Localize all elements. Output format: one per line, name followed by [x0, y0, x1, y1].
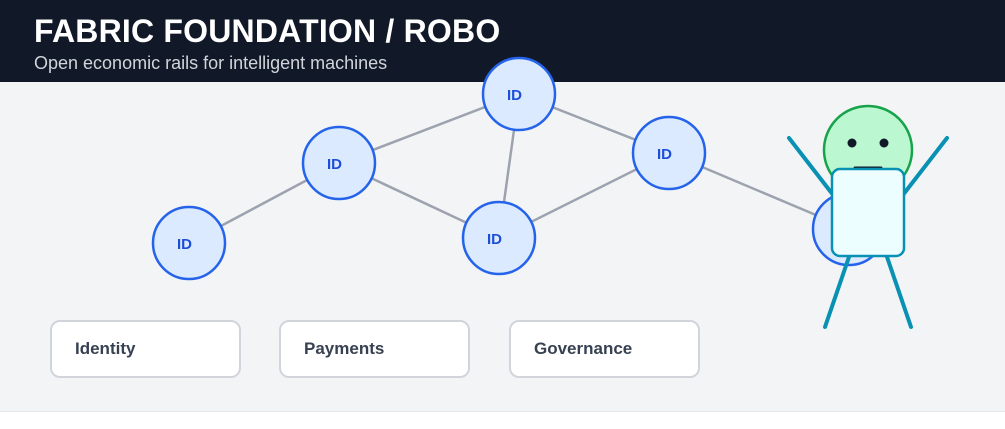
governance-card[interactable]: Governance — [509, 320, 700, 378]
robot-illustration — [787, 104, 949, 329]
identity-card[interactable]: Identity — [50, 320, 241, 378]
identity-node[interactable]: ID — [301, 125, 377, 201]
page-title: FABRIC FOUNDATION / ROBO — [34, 13, 501, 49]
identity-node-label: ID — [327, 156, 342, 173]
robot-left-arm — [787, 136, 839, 202]
robot-right-arm — [897, 136, 949, 202]
identity-node-label: ID — [507, 87, 522, 104]
identity-node-circle — [631, 115, 707, 191]
network-nodes: IDIDIDIDIDID — [151, 56, 887, 281]
identity-node-circle — [481, 56, 557, 132]
robot-left-leg — [823, 252, 852, 329]
identity-node-label: ID — [657, 146, 672, 163]
identity-node-label: ID — [177, 236, 192, 253]
identity-node[interactable]: ID — [151, 205, 227, 281]
robot-left-eye — [847, 138, 857, 148]
identity-node[interactable]: ID — [481, 56, 557, 132]
robot-body — [830, 167, 906, 258]
identity-node-circle — [301, 125, 377, 201]
identity-node-circle — [461, 200, 537, 276]
page-subtitle: Open economic rails for intelligent mach… — [34, 53, 388, 73]
robot-right-leg — [884, 252, 913, 329]
identity-node[interactable]: ID — [461, 200, 537, 276]
identity-node-circle — [151, 205, 227, 281]
identity-node-label: ID — [487, 231, 502, 248]
robot-right-eye — [879, 138, 889, 148]
payments-card[interactable]: Payments — [279, 320, 470, 378]
identity-node[interactable]: ID — [631, 115, 707, 191]
